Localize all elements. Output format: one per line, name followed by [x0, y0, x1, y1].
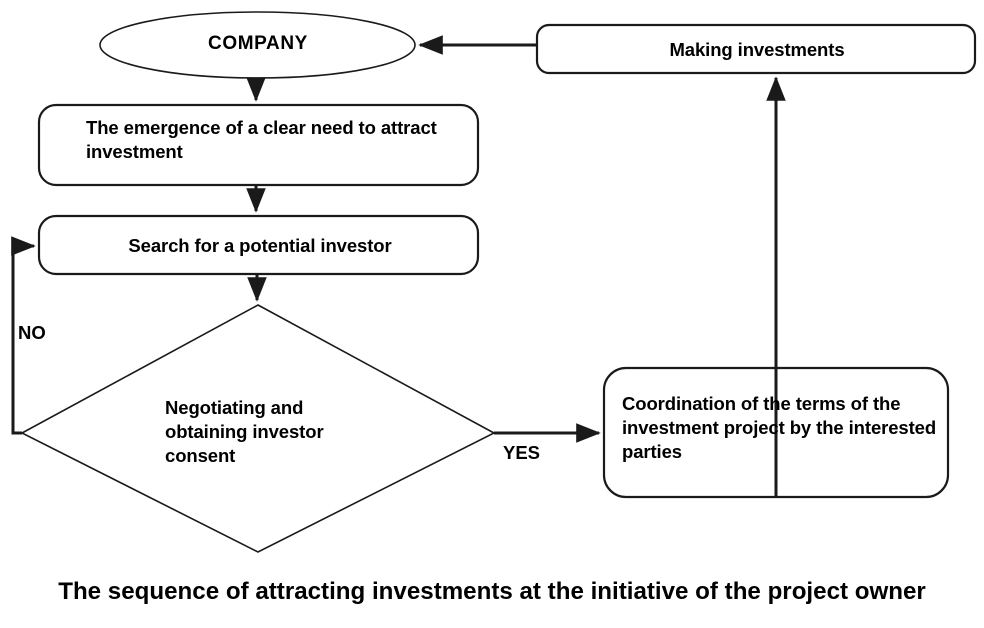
- edge-label-yes: YES: [503, 442, 541, 463]
- node-coordination-label: Coordination of the terms of the investm…: [622, 393, 942, 463]
- node-search-label: Search for a potential investor: [128, 235, 392, 256]
- edge-label-no: NO: [18, 322, 46, 343]
- node-decision-shape: [20, 304, 496, 553]
- node-emergence-shape: [37, 103, 480, 187]
- node-company-label: COMPANY: [208, 33, 308, 54]
- node-making-label: Making investments: [669, 39, 845, 60]
- node-making-shape: [535, 23, 977, 75]
- diagram-caption: The sequence of attracting investments a…: [58, 578, 926, 605]
- node-decision-label: Negotiating and obtaining investor conse…: [165, 397, 329, 467]
- node-emergence-label: The emergence of a clear need to attract…: [86, 117, 442, 163]
- edge-decision-no-to-search: [11, 236, 36, 435]
